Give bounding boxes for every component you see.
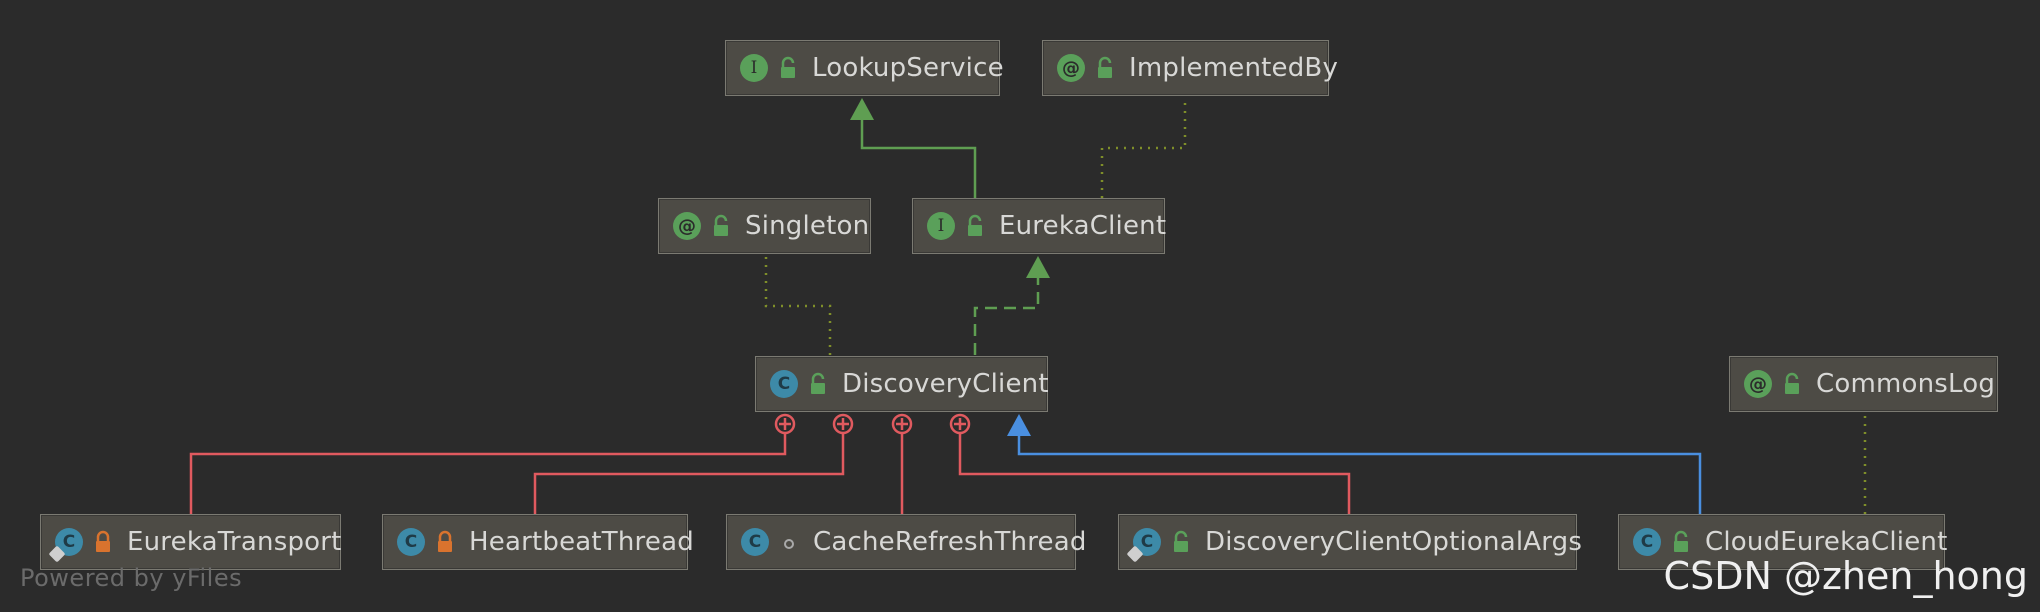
node-label: EurekaClient <box>999 211 1167 241</box>
node-discoveryclient[interactable]: C DiscoveryClient <box>755 356 1049 412</box>
unlocked-icon <box>1174 530 1188 552</box>
annotation-icon: @ <box>1057 54 1085 82</box>
unlocked-icon <box>1674 530 1688 552</box>
node-label: DiscoveryClient <box>842 369 1049 399</box>
arrowhead-discoveryclient <box>1007 414 1031 436</box>
node-singleton[interactable]: @ Singleton <box>658 198 871 254</box>
watermark: CSDN @zhen_hong <box>1663 554 2028 598</box>
node-label: CacheRefreshThread <box>813 527 1087 557</box>
static-class-icon: C <box>48 528 83 563</box>
node-label: Singleton <box>745 211 870 241</box>
node-label: EurekaTransport <box>127 527 342 557</box>
package-private-icon <box>784 539 794 549</box>
edge-eurekatransport-inner <box>189 434 787 514</box>
annotation-icon: @ <box>1744 370 1772 398</box>
static-class-icon: C <box>1126 528 1161 563</box>
node-eurekaclient[interactable]: I EurekaClient <box>912 198 1167 254</box>
edge-cloudeurekaclient-extends-discoveryclient <box>1017 434 1702 514</box>
node-label: CommonsLog <box>1816 369 1996 399</box>
edge-eurekaclient-annot-implementedby <box>1100 98 1187 198</box>
node-lookupservice[interactable]: I LookupService <box>725 40 1004 96</box>
arrowhead-eurekaclient <box>1026 256 1050 278</box>
node-eurekatransport[interactable]: C EurekaTransport <box>40 514 341 570</box>
node-heartbeatthread[interactable]: C HeartbeatThread <box>382 514 694 570</box>
node-cacherefreshthread[interactable]: C CacheRefreshThread <box>726 514 1086 570</box>
node-cloudeurekaclient[interactable]: C CloudEurekaClient <box>1618 514 1948 570</box>
edge-optionalargs-inner <box>958 434 1351 514</box>
inner-class-plus-icon <box>774 413 796 435</box>
node-label: DiscoveryClientOptionalArgs <box>1205 527 1583 557</box>
inner-class-plus-icon <box>832 413 854 435</box>
annotation-icon: @ <box>673 212 701 240</box>
unlocked-icon <box>714 214 728 236</box>
interface-icon: I <box>740 54 768 82</box>
locked-icon <box>438 530 452 552</box>
node-label: ImplementedBy <box>1129 53 1339 83</box>
inner-class-plus-icon <box>891 413 913 435</box>
edge-discoveryclient-implements-eurekaclient <box>973 276 1040 355</box>
unlocked-icon <box>1098 56 1112 78</box>
arrowhead-lookupservice <box>850 98 874 120</box>
inner-class-plus-icon <box>949 413 971 435</box>
node-commonslog[interactable]: @ CommonsLog <box>1729 356 1998 412</box>
node-label: LookupService <box>812 53 1004 83</box>
class-icon: C <box>770 370 798 398</box>
unlocked-icon <box>968 214 982 236</box>
node-label: CloudEurekaClient <box>1705 527 1948 557</box>
unlocked-icon <box>811 372 825 394</box>
edge-eurekaclient-extends-lookupservice <box>860 118 977 198</box>
node-discoveryclientoptionalargs[interactable]: C DiscoveryClientOptionalArgs <box>1118 514 1582 570</box>
class-icon: C <box>397 528 425 556</box>
powered-by-label: Powered by yFiles <box>20 564 243 592</box>
class-icon: C <box>1633 528 1661 556</box>
locked-icon <box>96 530 110 552</box>
interface-icon: I <box>927 212 955 240</box>
node-implementedby[interactable]: @ ImplementedBy <box>1042 40 1338 96</box>
unlocked-icon <box>781 56 795 78</box>
edge-discoveryclient-annot-singleton <box>764 256 832 355</box>
node-label: HeartbeatThread <box>469 527 694 557</box>
class-icon: C <box>741 528 769 556</box>
unlocked-icon <box>1785 372 1799 394</box>
edge-heartbeatthread-inner <box>533 434 845 514</box>
